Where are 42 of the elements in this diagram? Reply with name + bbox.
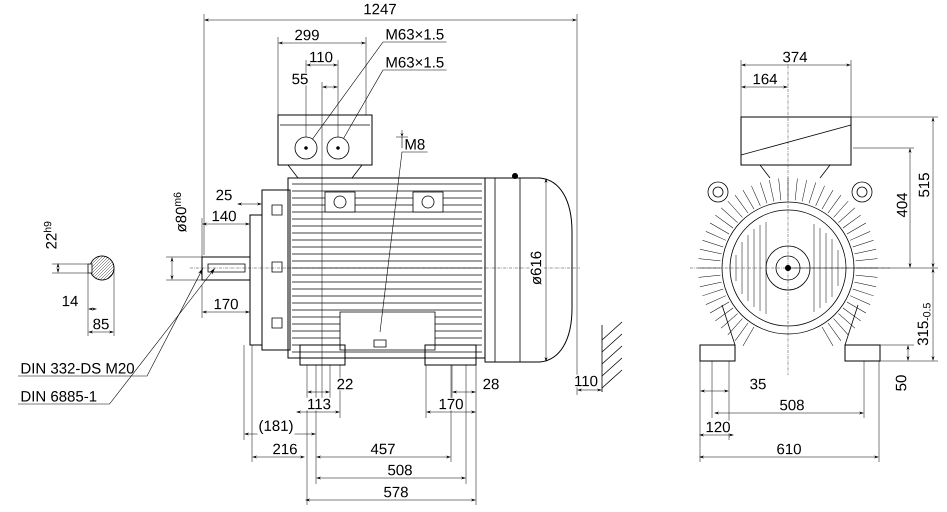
leader-label: M8 [406,138,425,150]
dimension-label: 299 [294,28,321,42]
dimension-label: 457 [370,442,397,456]
cable-gland [294,136,318,160]
dimension-label: 216 [272,442,299,456]
leader-label: M63×1.5 [386,28,444,40]
dimension-label: 140 [210,210,238,222]
cable-gland [326,136,350,160]
dimension-label: 170 [212,298,240,310]
dimension-label: 22$^{h9}$ [42,220,58,250]
dimension-label: 50 [894,374,908,392]
dimension-label: 120 [704,420,732,434]
dimension-label: 315$_{-0.5}$ [916,301,932,347]
dimension-label: 578 [382,486,410,498]
dimension-label: 35 [748,378,768,390]
leader-line [312,42,447,140]
dimension-label: 515 [918,172,930,199]
leader-label: M63×1.5 [386,56,444,68]
dimension-label: 1247 [362,2,398,16]
dimension-label: 113 [306,398,332,410]
dimension-label: 28 [482,378,500,390]
dimension-label: 110 [573,374,599,388]
leader-line [343,70,447,138]
dimension-label: (181) [258,419,294,435]
dimension-label: 508 [778,398,806,412]
dimension-label: 164 [752,72,779,86]
dimension-label: ø616 [530,250,542,286]
dimension-label: 110 [308,50,334,64]
dimension-label: ø80$^{m6}$ [172,190,188,234]
dimension-label: 85 [92,318,110,330]
dimension-label: 55 [290,72,310,86]
leader-label: DIN 6885-1 [22,390,96,402]
leader-label: DIN 332-DS M20 [22,362,134,374]
dimension-label: 610 [776,442,803,456]
dimension-label: 22 [336,378,354,390]
dimension-label: 508 [386,464,414,476]
dimension-label: 374 [782,50,809,64]
dimension-label: 170 [438,398,465,410]
dimension-label: 25 [214,188,234,202]
dimension-label: 404 [896,192,908,219]
leader-line [380,152,428,332]
dimension-label: 14 [60,294,80,308]
